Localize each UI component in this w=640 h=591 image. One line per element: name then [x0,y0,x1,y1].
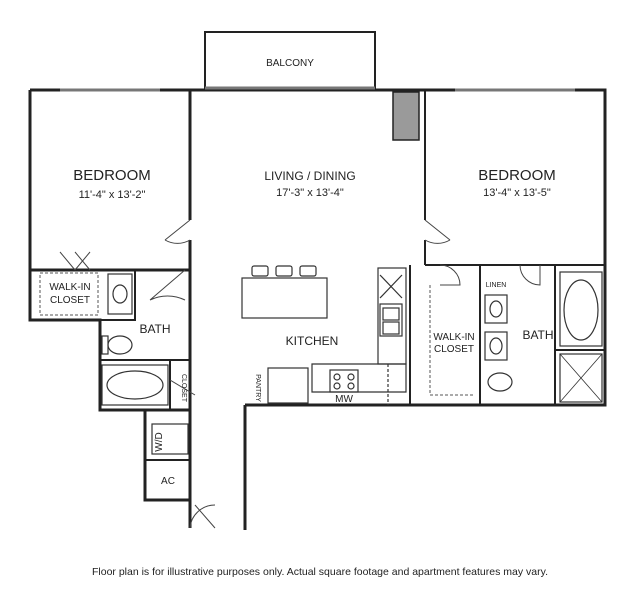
balcony-label: BALCONY [266,58,314,69]
bedroom2-dims: 13'-4" x 13'-5" [483,187,551,199]
balcony-area [204,31,376,90]
bedroom1-label: BEDROOM [73,167,151,184]
bedroom1-dims: 11'-4" x 13'-2" [79,189,146,201]
walkin-closet-1-label-line1: WALK-IN [49,282,90,293]
walkin-closet-2-label-line1: WALK-IN [433,332,474,343]
mechanical-shaft [392,91,420,141]
living-dining-label: LIVING / DINING [264,169,355,183]
doors [59,219,541,529]
kitchen-counters [267,267,407,405]
linen-label: LINEN [486,282,507,289]
closet-label: CLOSET [180,374,187,403]
pantry-label: PANTRY [254,374,261,402]
interior-walls [100,90,605,461]
bath2-label: BATH [522,328,553,342]
microwave-label: MW [335,394,353,405]
ac-label: AC [161,476,175,487]
kitchen-island [241,265,328,319]
walkin-closet-2-label-line2: CLOSET [434,344,474,355]
bath1-label: BATH [139,322,170,336]
walls [28,88,607,530]
bath-fixtures [101,271,603,455]
kitchen-label: KITCHEN [286,334,339,348]
disclaimer-text: Floor plan is for illustrative purposes … [91,566,548,578]
bedroom2-label: BEDROOM [478,167,556,184]
washer-dryer-label: W/D [154,432,165,451]
living-dining-dims: 17'-3" x 13'-4" [276,187,344,199]
walkin-closet-1-label-line2: CLOSET [50,295,90,306]
closet-rods [39,272,475,396]
